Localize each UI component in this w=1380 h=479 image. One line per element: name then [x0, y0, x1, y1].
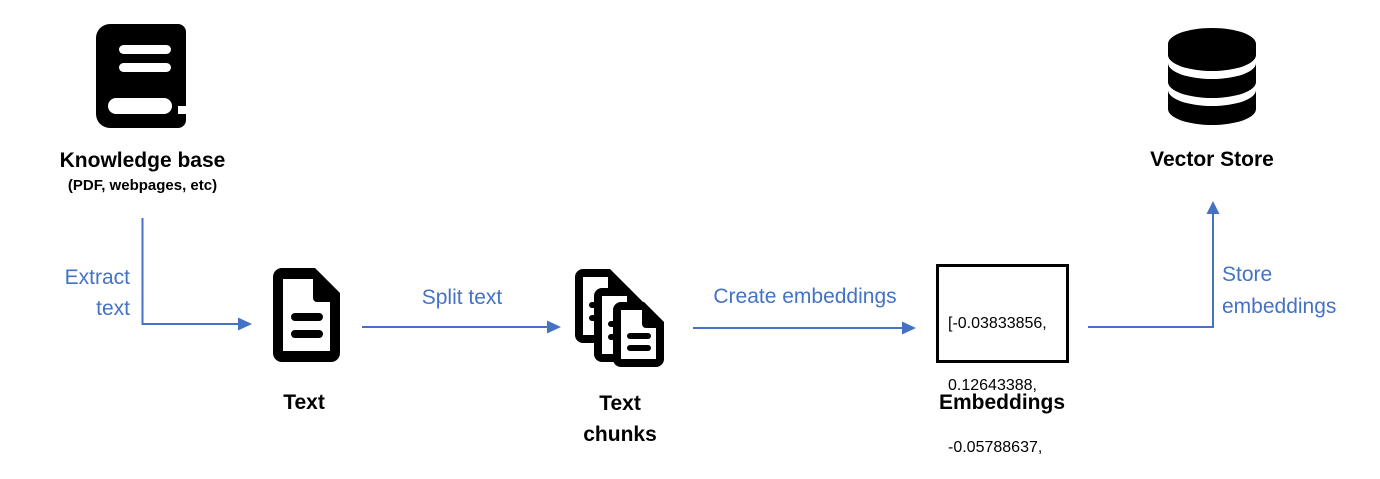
embeddings-value-line-1: [-0.03833856, [948, 314, 1047, 332]
edge-extract-text [141, 218, 252, 331]
edge-split-text-label: Split text [421, 286, 503, 309]
embeddings-value-box: [-0.03833856, 0.12643388, -0.05788637, 0… [936, 264, 1069, 456]
embeddings-label: Embeddings [938, 391, 1065, 414]
text-chunks-label-line1: Text [599, 392, 641, 415]
node-vector-store [1165, 26, 1259, 130]
edge-extract-text-label-line2: text [96, 297, 130, 320]
vector-store-label: Vector Store [1150, 148, 1274, 171]
documents-stack-icon [575, 269, 664, 367]
edge-store-embeddings-label-line2: embeddings [1222, 295, 1337, 318]
edge-split-text [362, 320, 561, 334]
edge-extract-text-label-line1: Extract [64, 266, 130, 289]
embeddings-value-line-2: 0.12643388, [948, 376, 1037, 394]
text-chunks-label-line2: chunks [583, 423, 657, 446]
node-text-chunks [572, 266, 668, 368]
edge-store-embeddings [1088, 201, 1220, 328]
knowledge-base-sublabel: (PDF, webpages, etc) [67, 177, 218, 194]
edge-store-embeddings-label-line1: Store [1222, 263, 1273, 286]
node-knowledge-base [92, 22, 194, 132]
edge-create-embeddings [693, 321, 916, 335]
node-text [265, 265, 343, 365]
text-label: Text [283, 391, 325, 414]
edge-create-embeddings-label: Create embeddings [713, 285, 897, 308]
document-icon [273, 268, 340, 362]
embeddings-value-line-3: -0.05788637, [948, 439, 1043, 457]
knowledge-base-label: Knowledge base [59, 149, 226, 172]
book-icon [96, 24, 186, 128]
database-cylinder-icon [1168, 28, 1256, 125]
